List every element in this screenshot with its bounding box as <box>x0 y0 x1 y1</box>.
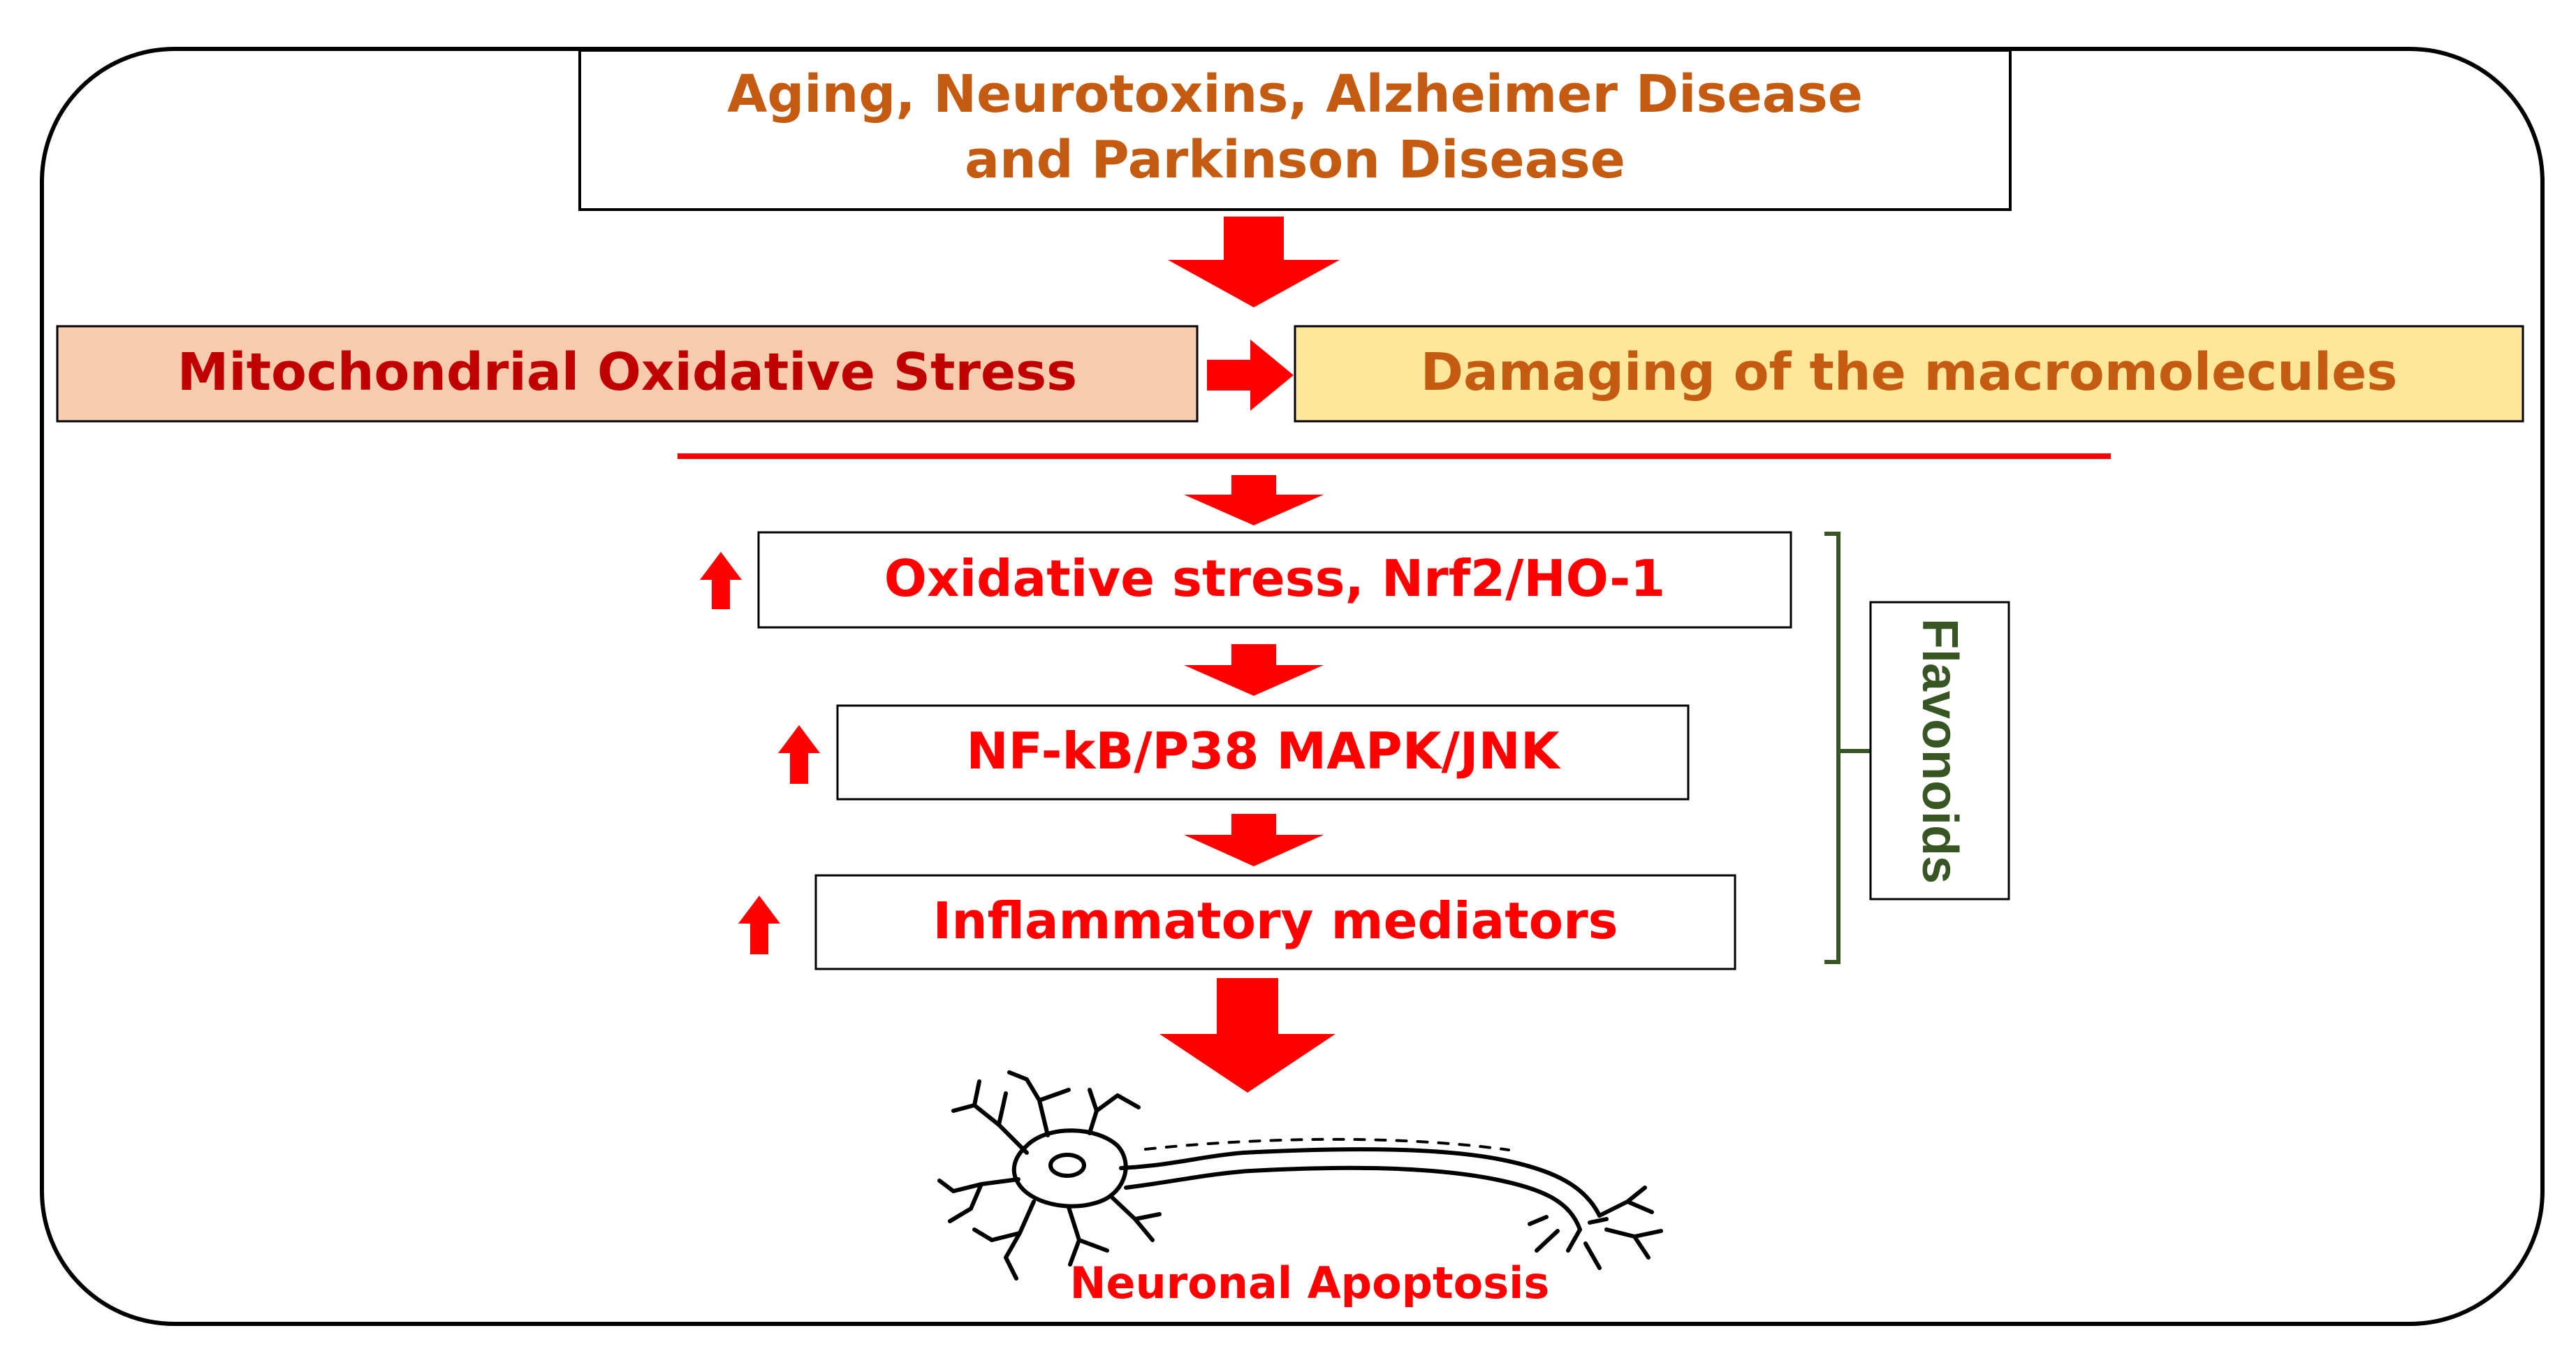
cause-box <box>578 49 2012 211</box>
outcome-label: Neuronal Apoptosis <box>1069 1258 1550 1309</box>
cause-line-1: Aging, Neurotoxins, Alzheimer Disease <box>727 64 1863 124</box>
pathway-label-2: NF-kB/P38 MAPK/JNK <box>966 722 1560 780</box>
flavonoids-box <box>1869 601 2010 901</box>
down-arrow-icon <box>1159 978 1335 1093</box>
right-arrow-icon <box>1207 340 1294 411</box>
down-arrow-icon <box>1184 644 1324 696</box>
stress-box <box>56 325 1199 423</box>
up-arrow-icon <box>738 896 780 954</box>
pathway-label-1: Oxidative stress, Nrf2/HO-1 <box>884 549 1666 608</box>
pathway-box-2 <box>836 704 1690 801</box>
neuron-icon <box>937 1070 1663 1281</box>
down-arrow-icon <box>1168 217 1340 307</box>
pathway-label-3: Inflammatory mediators <box>932 891 1618 950</box>
cause-line-2: and Parkinson Disease <box>965 130 1625 190</box>
down-arrow-icon <box>1184 475 1324 525</box>
pathway-box-1 <box>757 531 1792 629</box>
up-arrow-icon <box>700 552 742 609</box>
down-arrow-icon <box>1184 814 1324 866</box>
pathway-box-3 <box>814 874 1736 970</box>
damage-box <box>1294 325 2524 423</box>
stress-label: Mitochondrial Oxidative Stress <box>177 342 1078 402</box>
up-arrow-icon <box>778 725 820 784</box>
damage-label: Damaging of the macromolecules <box>1420 342 2398 402</box>
flavonoids-label: Flavonoids <box>1912 618 1968 884</box>
